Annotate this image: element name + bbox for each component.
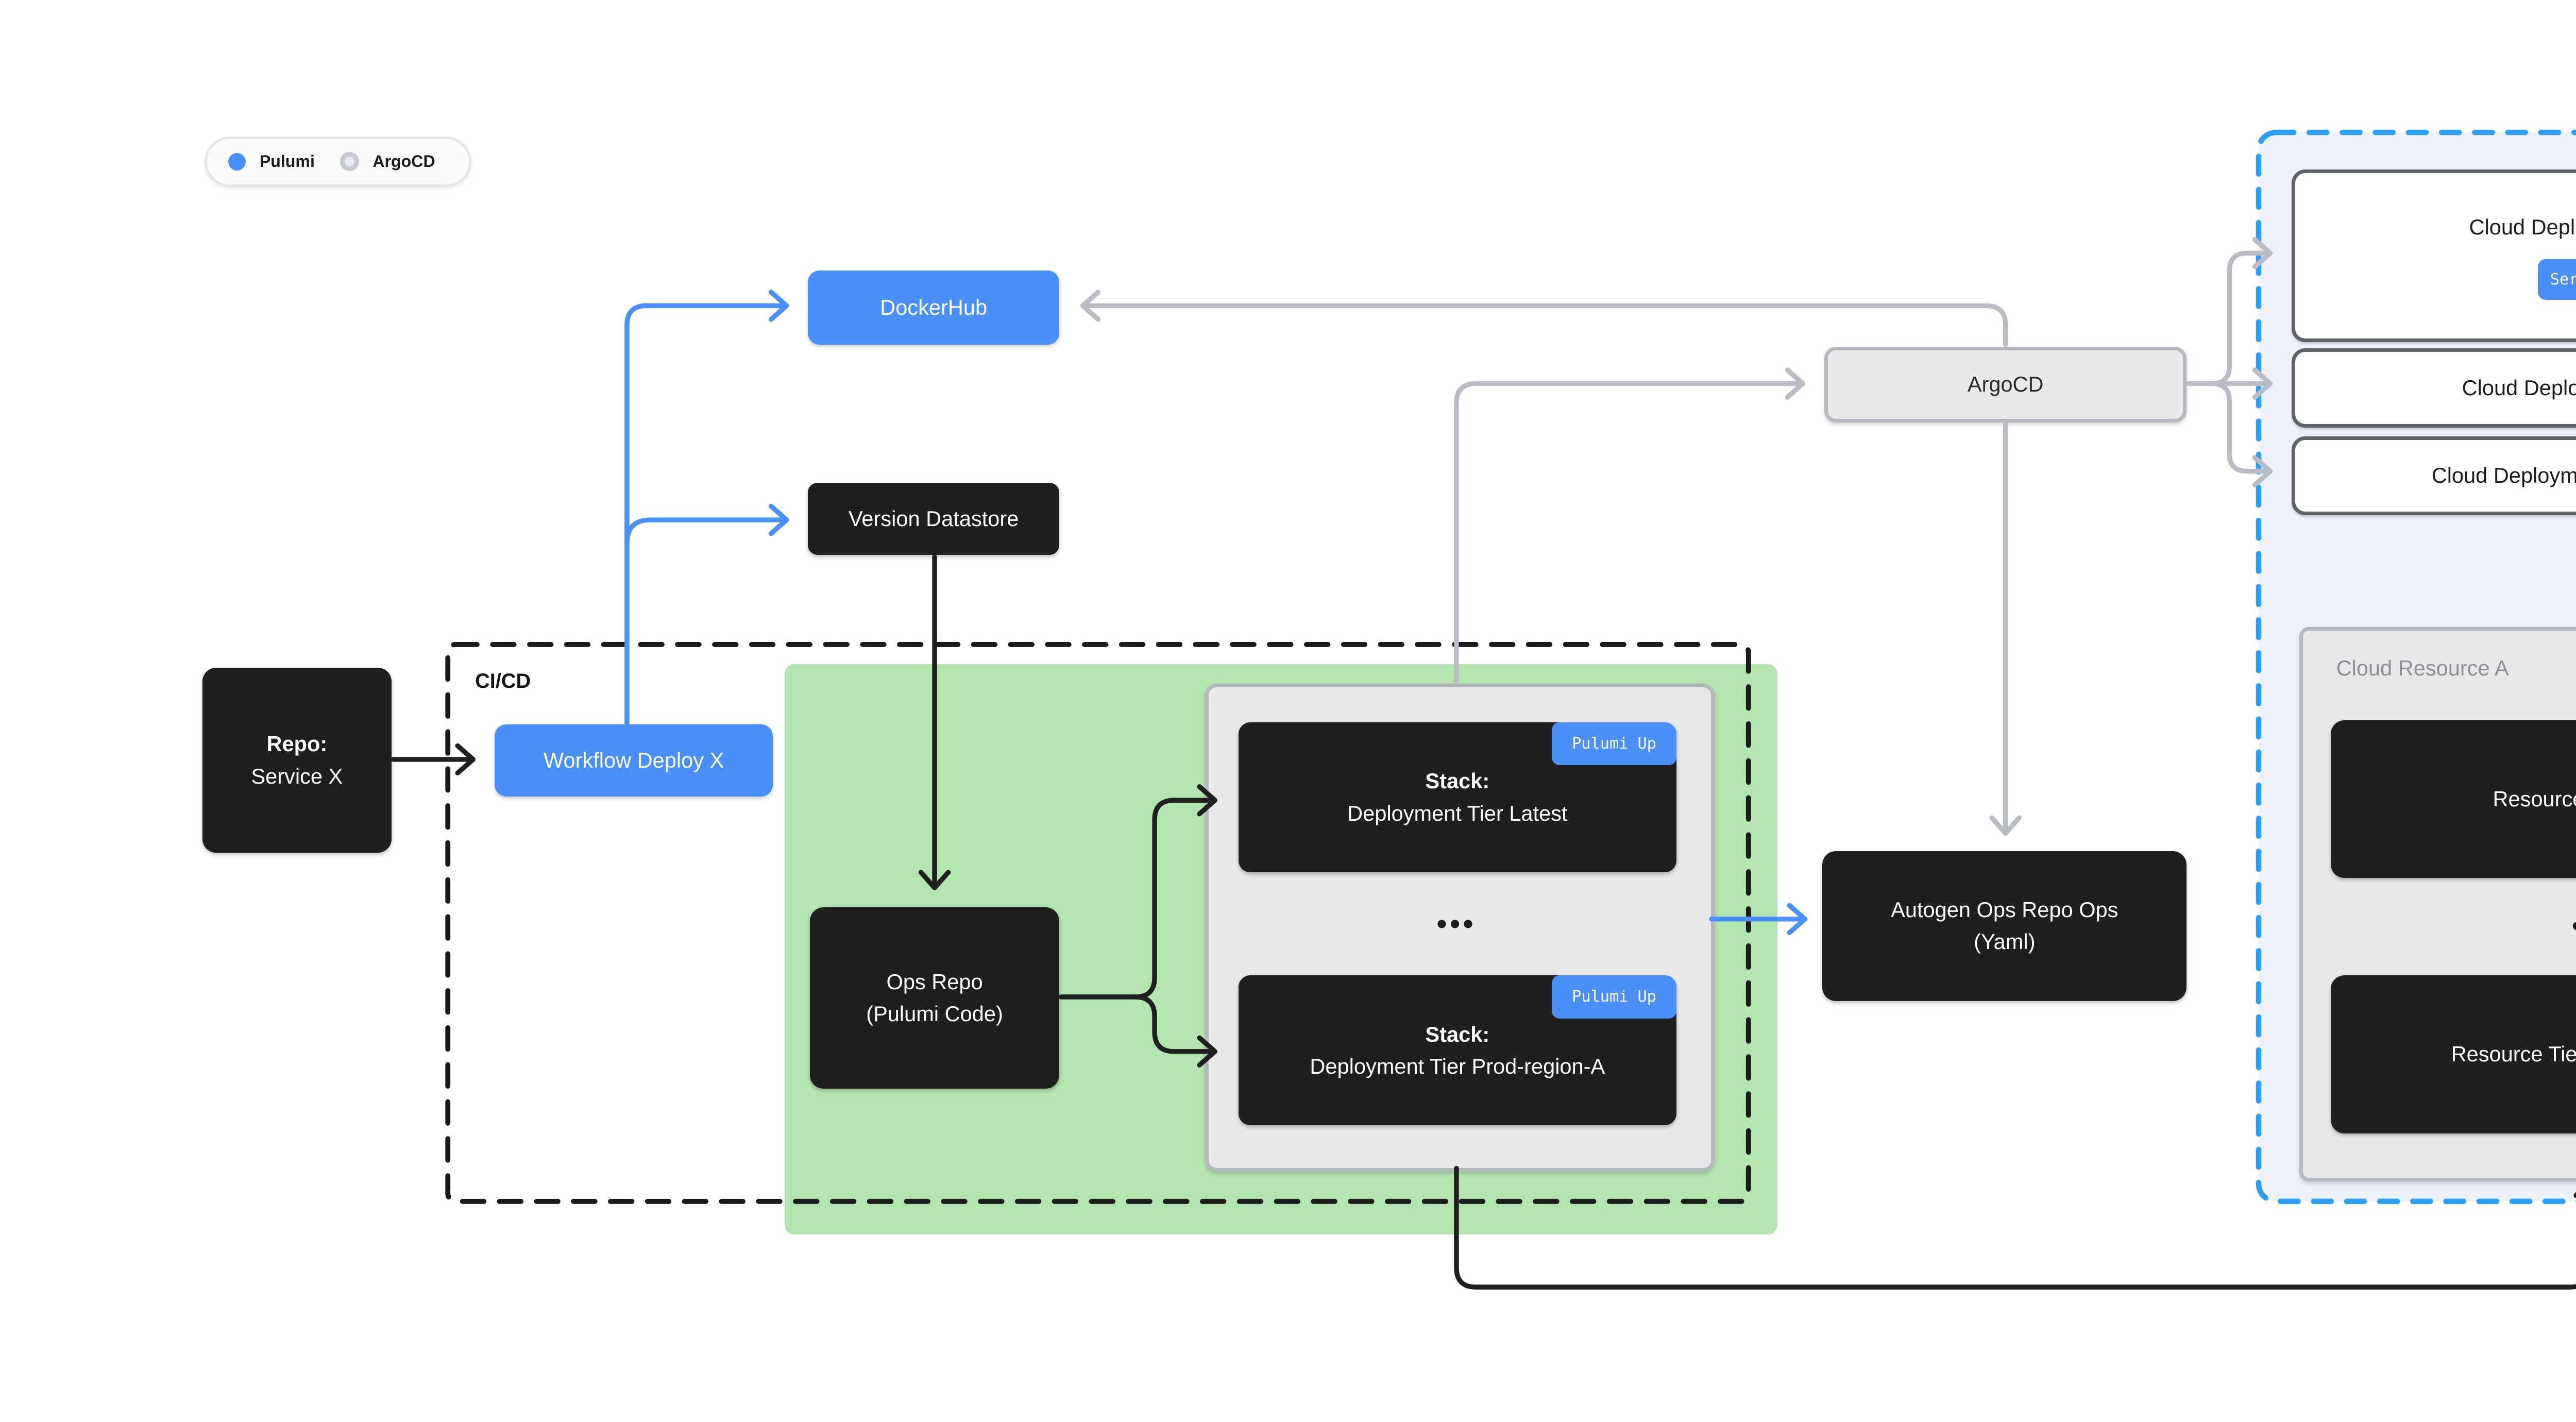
resource-latest-label: Resource Tier Latest: [2493, 787, 2576, 811]
stack-latest-title: Stack:: [1425, 769, 1490, 793]
arrow-repo-to-workflow: [391, 743, 476, 776]
arrow-workflow-to-version-datastore: [624, 503, 789, 546]
node-workflow-deploy-x: Workflow Deploy X: [494, 724, 773, 797]
stack-prod-title: Stack:: [1425, 1022, 1490, 1046]
workflow-label: Workflow Deploy X: [543, 748, 724, 772]
legend-item-argocd: ArgoCD: [372, 152, 435, 171]
cicd-group-label: CI/CD: [475, 670, 531, 693]
node-cloud-deployment-latest: Cloud Deployment: Latest Service X: [2292, 169, 2576, 343]
node-stack-latest: Stack: Deployment Tier Latest Pulumi Up: [1238, 722, 1676, 873]
cloud-staging-label: Cloud Deployment: Staging: [2462, 376, 2576, 400]
service-x-badge: Service X: [2537, 259, 2576, 300]
legend-item-pulumi: Pulumi: [259, 152, 315, 171]
cloud-prod-label: Cloud Deployment: Prod-region-A: [2431, 463, 2576, 488]
pulumi-legend-dot-icon: [228, 153, 246, 171]
node-stack-prod: Stack: Deployment Tier Prod-region-A Pul…: [1238, 975, 1676, 1126]
autogen-line1: Autogen Ops Repo Ops: [1891, 897, 2119, 922]
stacks-ellipsis: •••: [1436, 908, 1477, 941]
arrow-stacks-to-argocd: [1454, 367, 1806, 684]
node-resource-tier-latest: Resource Tier Latest: [2330, 720, 2576, 878]
ops-repo-line2: (Pulumi Code): [866, 1001, 1003, 1026]
stack-prod-subtitle: Deployment Tier Prod-region-A: [1310, 1054, 1605, 1078]
arrow-argocd-to-cloud-latest: [2186, 237, 2273, 386]
node-cloud-deployment-prod: Cloud Deployment: Prod-region-A: [2292, 436, 2576, 516]
node-autogen-ops-repo: Autogen Ops Repo Ops (Yaml): [1822, 851, 2187, 1001]
cloud-latest-label: Cloud Deployment: Latest: [2469, 215, 2576, 240]
repo-subtitle: Service X: [251, 764, 343, 788]
version-datastore-label: Version Datastore: [848, 506, 1019, 531]
node-resource-tier-prod: Resource Tier Prod-Region-A: [2330, 975, 2576, 1133]
resource-ellipsis: •••: [2299, 909, 2576, 943]
cloud-resource-label: Cloud Resource A: [2336, 656, 2509, 681]
legend: Pulumi ArgoCD: [204, 136, 471, 187]
node-cloud-deployment-staging: Cloud Deployment: Staging: [2292, 348, 2576, 428]
ops-repo-line1: Ops Repo: [886, 969, 983, 994]
node-repo-service-x: Repo: Service X: [202, 668, 392, 853]
argocd-label: ArgoCD: [1967, 372, 2044, 397]
arrow-workflow-to-dockerhub: [624, 290, 789, 727]
node-dockerhub: DockerHub: [808, 270, 1059, 345]
dockerhub-label: DockerHub: [880, 295, 988, 319]
arrow-argocd-to-autogen: [1989, 420, 2022, 836]
argocd-legend-dot-icon: [340, 152, 359, 172]
repo-title: Repo:: [266, 732, 328, 756]
arrow-argocd-to-dockerhub: [1080, 290, 2008, 347]
pulumi-up-badge: Pulumi Up: [1552, 975, 1676, 1019]
node-version-datastore: Version Datastore: [808, 483, 1059, 555]
node-argocd: ArgoCD: [1824, 346, 2187, 423]
autogen-line2: (Yaml): [1974, 929, 2036, 954]
pulumi-up-badge: Pulumi Up: [1552, 722, 1676, 766]
resource-prod-label: Resource Tier Prod-Region-A: [2451, 1042, 2576, 1066]
node-ops-repo: Ops Repo (Pulumi Code): [810, 907, 1059, 1089]
stack-latest-subtitle: Deployment Tier Latest: [1347, 801, 1568, 825]
